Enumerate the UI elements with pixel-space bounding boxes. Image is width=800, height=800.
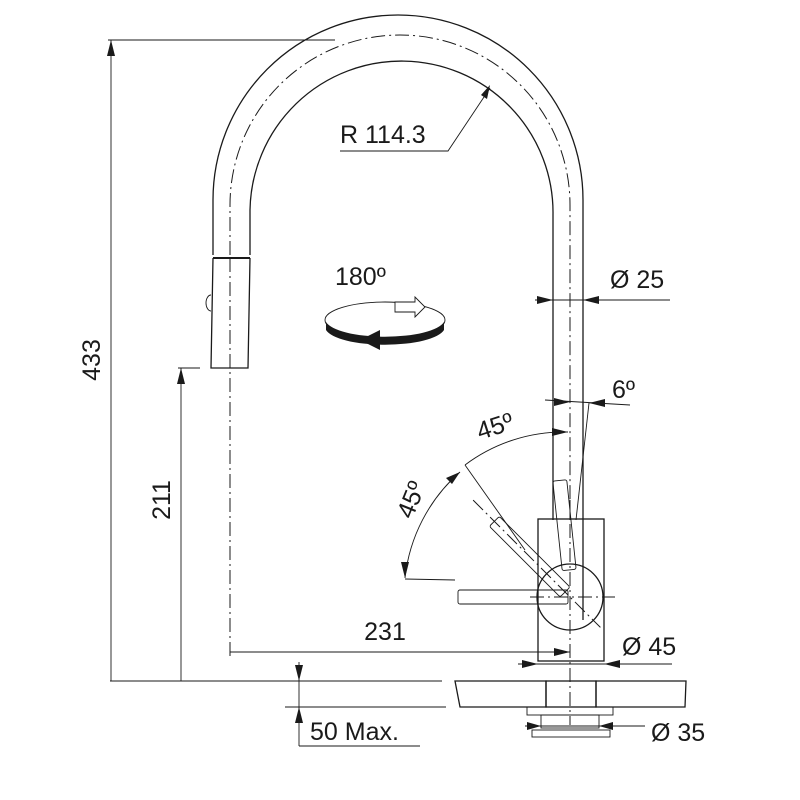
- dim-231-label: 231: [364, 618, 406, 646]
- dim-body-diameter: Ø 45: [518, 633, 676, 668]
- angle-45-lower-label: 45º: [392, 477, 432, 522]
- angle-6-label: 6º: [612, 376, 635, 404]
- rotation-label: 180º: [335, 263, 386, 291]
- angle-45-upper-label: 45º: [473, 408, 517, 446]
- spray-head: [205, 257, 251, 660]
- dim-radius-label: R 114.3: [340, 121, 426, 149]
- spout-outline: [212, 14, 584, 620]
- dim-hole-diameter-label: Ø 35: [651, 719, 705, 747]
- dim-radius: R 114.3: [340, 85, 491, 152]
- rotate-arrow-icon: [324, 295, 446, 350]
- dim-spout-diameter: Ø 25: [535, 266, 670, 304]
- faucet-body: [457, 479, 615, 725]
- countertop: [110, 680, 687, 738]
- rotation-indicator: 180º: [324, 263, 446, 350]
- angle-6: 6º: [544, 376, 635, 521]
- dim-hole-diameter: Ø 35: [525, 719, 705, 747]
- angle-45-lower: 45º: [392, 471, 461, 581]
- dim-211: 211: [148, 367, 200, 681]
- dim-body-diameter-label: Ø 45: [622, 633, 676, 661]
- dim-countertop: 50 Max.: [295, 662, 420, 747]
- dim-countertop-label: 50 Max.: [310, 718, 399, 746]
- dim-spout-diameter-label: Ø 25: [610, 266, 664, 294]
- dim-211-label: 211: [148, 480, 176, 520]
- dim-433-label: 433: [78, 339, 106, 381]
- dim-231: 231: [230, 618, 570, 656]
- dim-433: 433: [78, 39, 335, 681]
